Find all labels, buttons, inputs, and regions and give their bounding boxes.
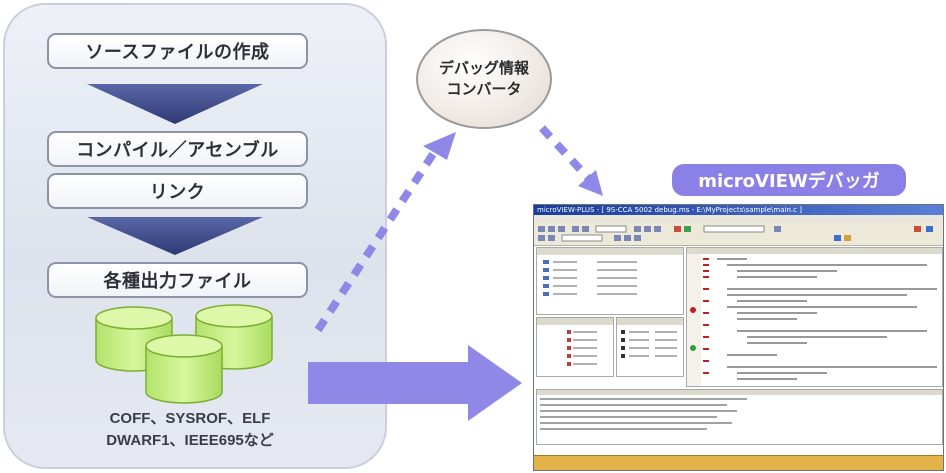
step-compile-assemble: コンパイル／アセンブル [47,131,308,167]
screenshot-menubar [534,215,943,223]
microview-debugger-badge: microVIEWデバッガ [672,164,906,196]
screenshot-source-pane [686,247,943,387]
debugger-label: microVIEWデバッガ [698,171,880,192]
step-link: リンク [47,173,308,209]
dotted-arrow-to-debugger [539,125,593,183]
arrowhead-icon [423,132,456,160]
down-arrow-icon [87,217,263,255]
step-label: コンパイル／アセンブル [76,140,279,161]
step-source-creation: ソースファイルの作成 [47,33,308,69]
step-label: 各種出力ファイル [103,271,252,292]
screenshot-titlebar: microVIEW-PLUS - [ 9S-CCA 5002 debug.ms … [534,205,943,215]
debugger-screenshot: microVIEW-PLUS - [ 9S-CCA 5002 debug.ms … [533,204,944,471]
step-output-files: 各種出力ファイル [47,262,308,298]
arrowhead-icon [578,170,603,196]
file-formats-line2: DWARF1、IEEE695など [106,432,274,449]
converter-label-line2: コンバータ [446,80,522,98]
down-arrow-icon [87,84,263,124]
screenshot-tree-pane [536,317,614,377]
screenshot-file-pane [536,247,684,315]
screenshot-toolbar [534,223,943,246]
screenshot-output-pane [536,389,943,445]
screenshot-statusbar [534,455,943,470]
arrowhead-icon [468,345,522,421]
file-formats-line1: COFF、SYSROF、ELF [109,410,271,427]
step-label: ソースファイルの作成 [85,42,270,63]
step-label: リンク [149,182,206,203]
converter-label-line1: デバッグ情報 [438,59,529,77]
file-formats-caption: COFF、SYSROF、ELF DWARF1、IEEE695など [40,408,340,452]
screenshot-watch-pane [616,317,684,377]
debug-info-converter: デバッグ情報 コンバータ [416,29,552,129]
